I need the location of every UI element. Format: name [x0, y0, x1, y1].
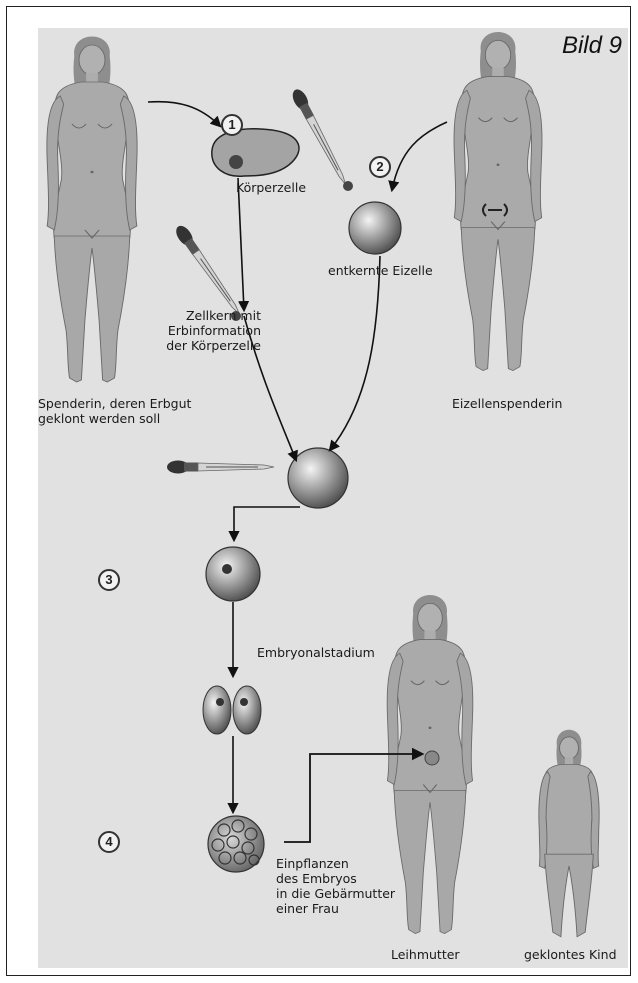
- pipette-inject: [167, 461, 274, 474]
- arrow-cell-to-pipette: [238, 178, 244, 310]
- label-donor: Spenderin, deren Erbgut geklont werden s…: [38, 396, 191, 426]
- figure-title: Bild 9: [562, 32, 622, 60]
- embryo-nucleus-left: [216, 698, 224, 706]
- morula-cluster: [208, 816, 264, 872]
- body-cell-shape: [212, 129, 299, 176]
- label-implant: Einpflanzen des Embryos in die Gebärmutt…: [276, 856, 395, 916]
- egg-donor-woman-figure: [454, 32, 542, 371]
- label-enucleated-egg: entkernte Eizelle: [328, 263, 433, 278]
- label-cloned-child: geklontes Kind: [524, 947, 617, 962]
- embryo-cell-left: [203, 686, 231, 734]
- label-embryo-stage: Embryonalstadium: [257, 645, 375, 660]
- step-2-marker: 2: [369, 156, 391, 178]
- step-3-marker: 3: [98, 569, 120, 591]
- embryo-cell-right: [233, 686, 261, 734]
- step-1-marker: 1: [221, 114, 243, 136]
- enucleated-egg-cell: [349, 202, 401, 254]
- cloned-child-figure: [539, 730, 599, 937]
- label-egg-donor: Eizellenspenderin: [452, 396, 562, 411]
- pipette-nucleus: [173, 223, 245, 318]
- donor-woman-figure: [47, 37, 137, 383]
- arrow-eggdonor-to-egg: [392, 122, 447, 190]
- zygote-cell: [206, 547, 260, 601]
- embryo-nucleus-right: [240, 698, 248, 706]
- arrow-egg-to-fusion: [330, 256, 380, 450]
- pipette-extract: [290, 87, 352, 188]
- step-4-marker: 4: [98, 831, 120, 853]
- implanted-embryo-mark: [425, 751, 439, 765]
- label-nucleus: Zellkern mit Erbinformation der Körperze…: [141, 308, 261, 353]
- label-body-cell: Körperzelle: [236, 180, 306, 195]
- fused-egg-cell: [288, 448, 348, 508]
- arrow-fusion-to-zygote: [234, 507, 300, 540]
- extracted-nucleus: [343, 181, 353, 191]
- zygote-nucleus: [222, 564, 232, 574]
- body-cell-nucleus: [229, 155, 243, 169]
- arrow-donor-to-cell: [148, 102, 220, 126]
- label-surrogate: Leihmutter: [391, 947, 460, 962]
